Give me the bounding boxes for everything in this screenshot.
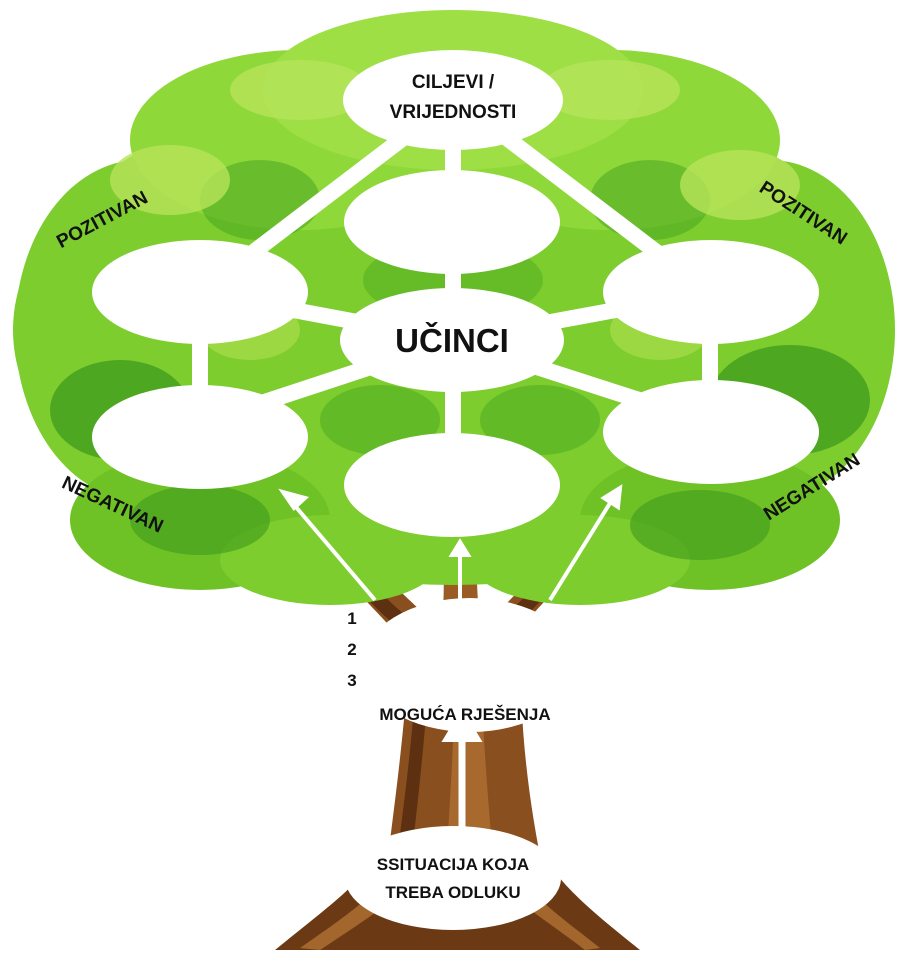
effects-center-bubble	[340, 288, 564, 392]
solution-number-2: 2	[347, 640, 356, 659]
effect-top-center-bubble	[344, 170, 560, 274]
goals-label-line2: VRIJEDNOSTI	[390, 102, 517, 123]
situation-label-line1: SSITUACIJA KOJA	[377, 855, 529, 874]
bubbles	[92, 50, 819, 930]
goals-label-line1: CILJEVI /	[412, 72, 495, 93]
solution-number-1: 1	[347, 609, 356, 628]
effect-bottom-center-bubble	[344, 433, 560, 537]
effect-left-negative-bubble	[92, 385, 308, 489]
solution-number-3: 3	[347, 671, 356, 690]
effect-left-positive-bubble	[92, 240, 308, 344]
situation-label-line2: TREBA ODLUKU	[385, 883, 520, 902]
situation-bubble	[345, 826, 561, 930]
solutions-label: MOGUĆA RJEŠENJA	[379, 705, 550, 724]
effect-right-positive-bubble	[603, 240, 819, 344]
solutions-bubble	[362, 598, 578, 732]
effects-label: UČINCI	[395, 321, 509, 359]
goals-bubble	[343, 50, 563, 150]
effect-right-negative-bubble	[603, 380, 819, 484]
